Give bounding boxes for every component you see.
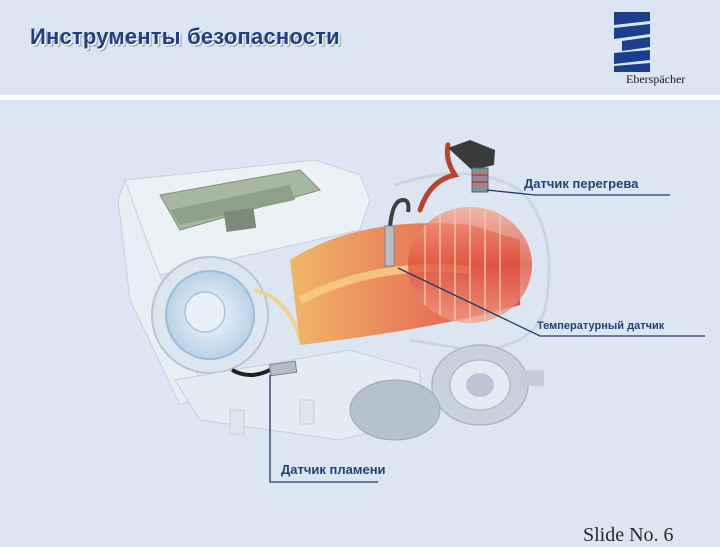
temperature-sensor-label: Температурный датчик bbox=[537, 320, 664, 332]
flame-sensor-label: Датчик пламени bbox=[281, 462, 386, 477]
slide-number: Slide No. 6 bbox=[583, 524, 674, 547]
overheat-sensor-label: Датчик перегрева bbox=[524, 176, 638, 191]
